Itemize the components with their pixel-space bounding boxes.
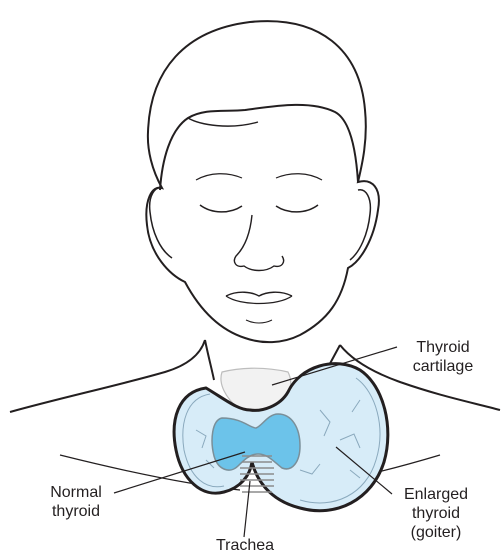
thyroid-cartilage-label: Thyroid cartilage (400, 338, 486, 376)
trachea-label: Trachea (200, 536, 290, 555)
enlarged-thyroid-label: Enlarged thyroid (goiter) (388, 485, 484, 542)
leader-line-trachea (244, 481, 250, 537)
thyroid-cartilage-label-line1: Thyroid (400, 338, 486, 357)
shoulder-line-left (10, 340, 205, 412)
thyroid-cartilage-label-line2: cartilage (400, 357, 486, 376)
trachea-rings (240, 456, 274, 492)
normal-thyroid-label-line2: thyroid (38, 502, 114, 521)
enlarged-thyroid-label-line2: thyroid (388, 504, 484, 523)
trachea-label-line1: Trachea (200, 536, 290, 555)
normal-thyroid-label: Normal thyroid (38, 483, 114, 521)
normal-thyroid-label-line1: Normal (38, 483, 114, 502)
enlarged-thyroid-label-line3: (goiter) (388, 523, 484, 542)
enlarged-thyroid-label-line1: Enlarged (388, 485, 484, 504)
